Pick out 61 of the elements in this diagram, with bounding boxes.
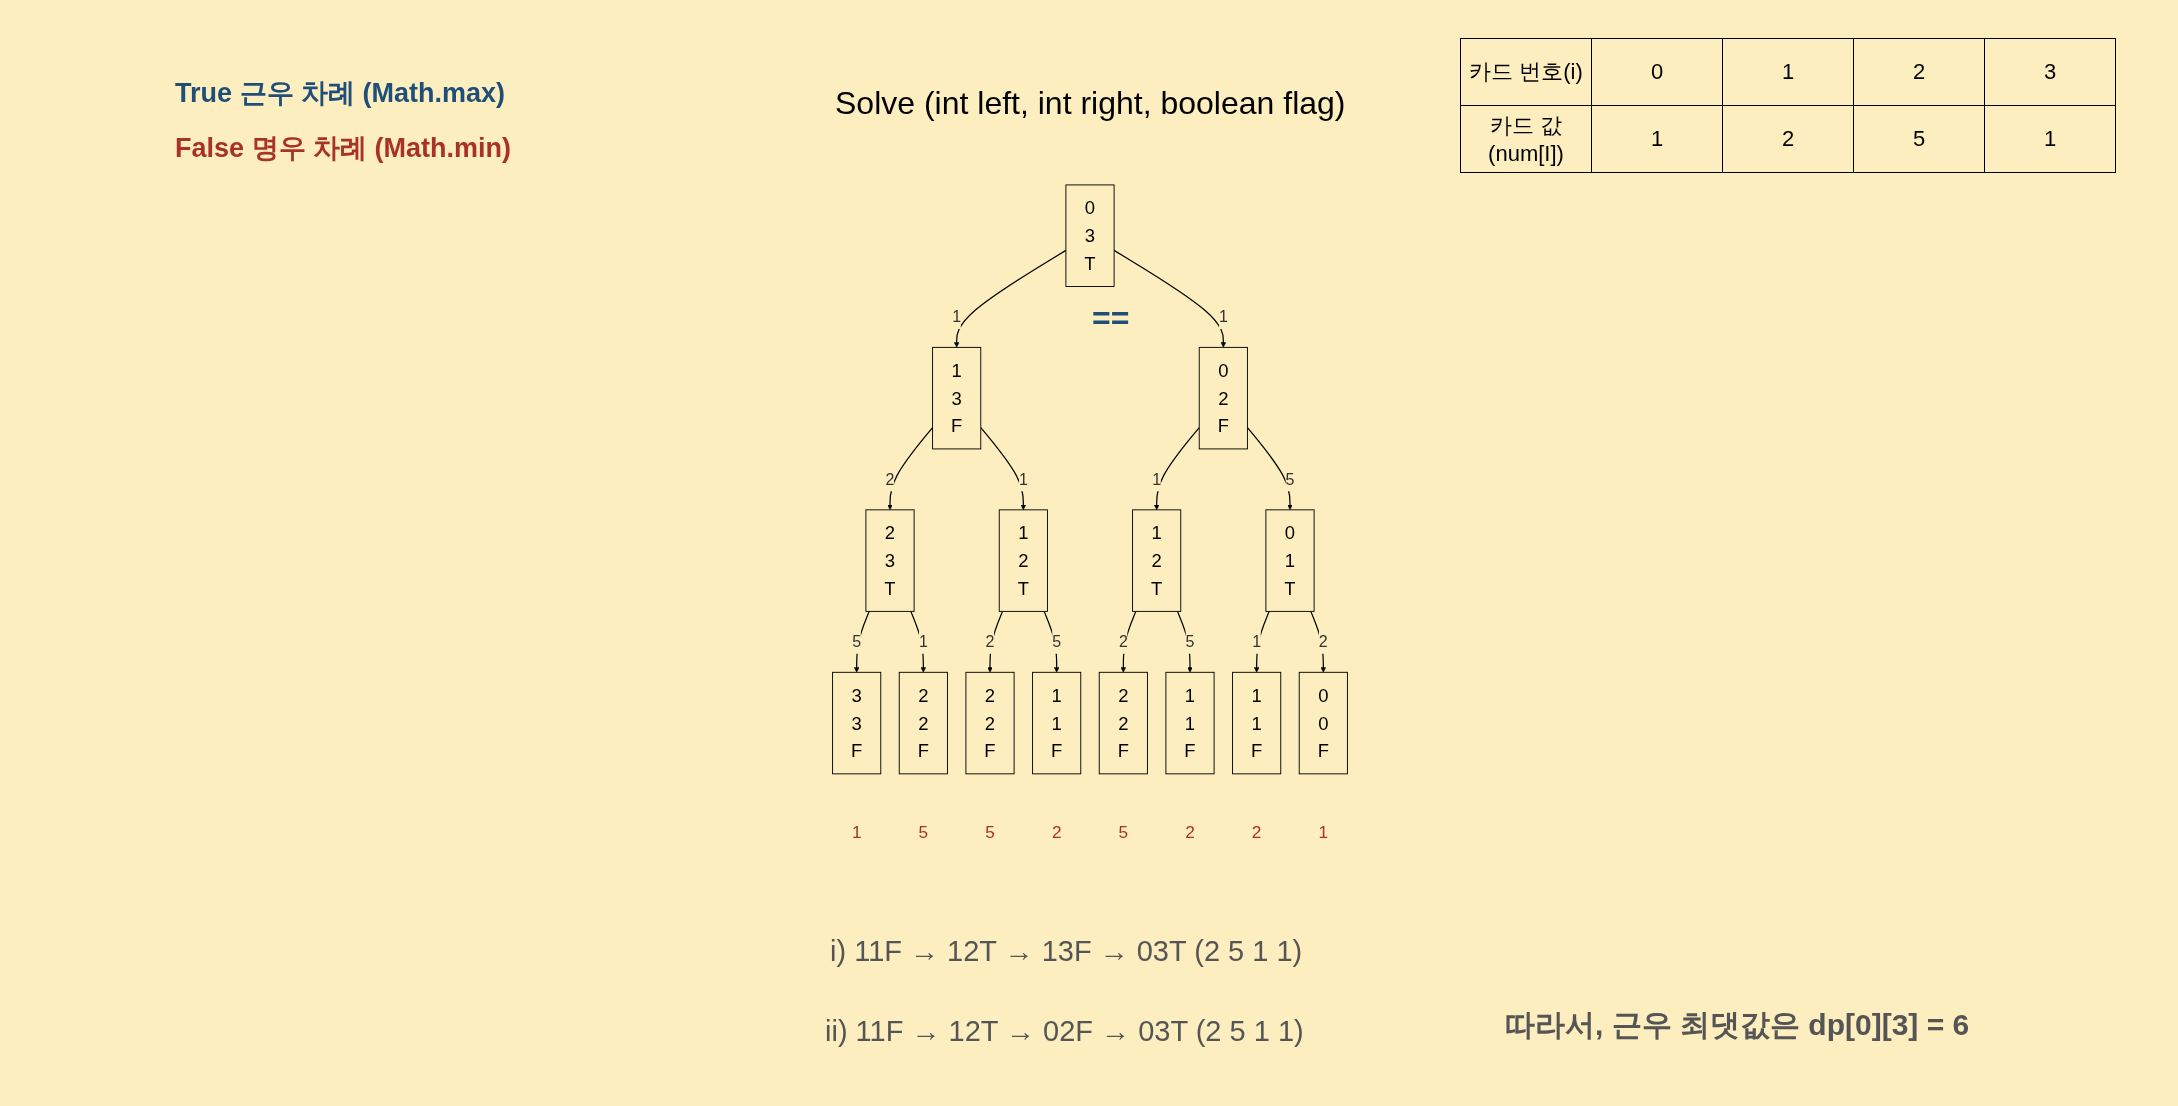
edge-label: 2	[885, 469, 895, 489]
arrow	[1153, 426, 1200, 511]
table-cell: 1	[1722, 38, 1854, 106]
arrow	[980, 426, 1027, 511]
legend-text: True 근우 차례 (Math.max)	[175, 77, 506, 110]
legend-text: False 명우 차례 (Math.min)	[175, 132, 512, 165]
arrow	[1253, 610, 1270, 673]
edge-label: 2	[1118, 632, 1128, 651]
path-note: i) 11F → 12T → 13F → 03T (2 5 1 1)	[830, 935, 1303, 968]
edge-label: 1	[1218, 307, 1228, 326]
node-label: 5	[985, 823, 995, 843]
node-label: 5	[1118, 823, 1129, 843]
arrow	[887, 426, 934, 511]
equals-sign: ==	[1092, 300, 1130, 337]
node-box: 1 1 F	[1165, 671, 1215, 775]
node-box: 1 2 T	[998, 509, 1048, 612]
row-header: 카드 값 (num[I])	[1460, 105, 1592, 173]
arrow	[1246, 426, 1293, 511]
edge-label: 1	[1252, 632, 1262, 651]
arrow	[1113, 249, 1227, 348]
edge-label: 1	[918, 632, 928, 651]
edge-label: 2	[1318, 632, 1328, 651]
table-cell: 2	[1853, 38, 1985, 106]
table-cell: 1	[1591, 105, 1723, 173]
table-cell: 2	[1722, 105, 1854, 173]
node-box: 0 1 T	[1265, 509, 1315, 612]
arrow	[953, 249, 1067, 348]
node-box: 2 2 F	[965, 671, 1015, 775]
node-label: 2	[1051, 823, 1062, 843]
edge-label: 5	[1185, 632, 1195, 651]
conclusion-note: 따라서, 근우 최댓값은 dp[0][3] = 6	[1505, 1007, 1970, 1043]
edge-label: 5	[1285, 469, 1295, 489]
node-label: 5	[918, 823, 929, 843]
edge-label: 1	[1018, 469, 1028, 489]
node-label: 1	[1318, 823, 1329, 843]
edge-label: 5	[852, 632, 862, 651]
node-label: 2	[1251, 823, 1262, 843]
node-box: 0 0 F	[1298, 671, 1348, 775]
edge-label: 5	[1052, 632, 1062, 651]
table-cell: 1	[1984, 105, 2116, 173]
table-cell: 3	[1984, 38, 2116, 106]
node-box: 1 2 T	[1132, 509, 1182, 612]
row-header: 카드 번호(i)	[1460, 38, 1592, 106]
edge-label: 1	[1152, 469, 1162, 489]
node-box: 1 3 F	[932, 346, 982, 450]
path-note: ii) 11F → 12T → 02F → 03T (2 5 1 1)	[825, 1015, 1304, 1048]
node-box: 1 1 F	[1232, 671, 1282, 775]
table-cell: 5	[1853, 105, 1985, 173]
table-cell: 0	[1591, 38, 1723, 106]
node-label: 1	[851, 823, 862, 843]
diagram-title: Solve (int left, int right, boolean flag)	[835, 85, 1346, 122]
edge-label: 2	[985, 632, 995, 651]
node-box: 0 3 T	[1065, 184, 1115, 287]
node-box: 2 2 F	[1098, 671, 1148, 775]
node-box: 1 1 F	[1032, 671, 1082, 775]
node-box: 2 3 T	[865, 509, 915, 612]
node-box: 2 2 F	[898, 671, 948, 775]
node-box: 3 3 F	[832, 671, 882, 775]
node-label: 2	[1185, 823, 1195, 843]
node-box: 0 2 F	[1198, 346, 1248, 450]
edge-label: 1	[952, 307, 962, 326]
